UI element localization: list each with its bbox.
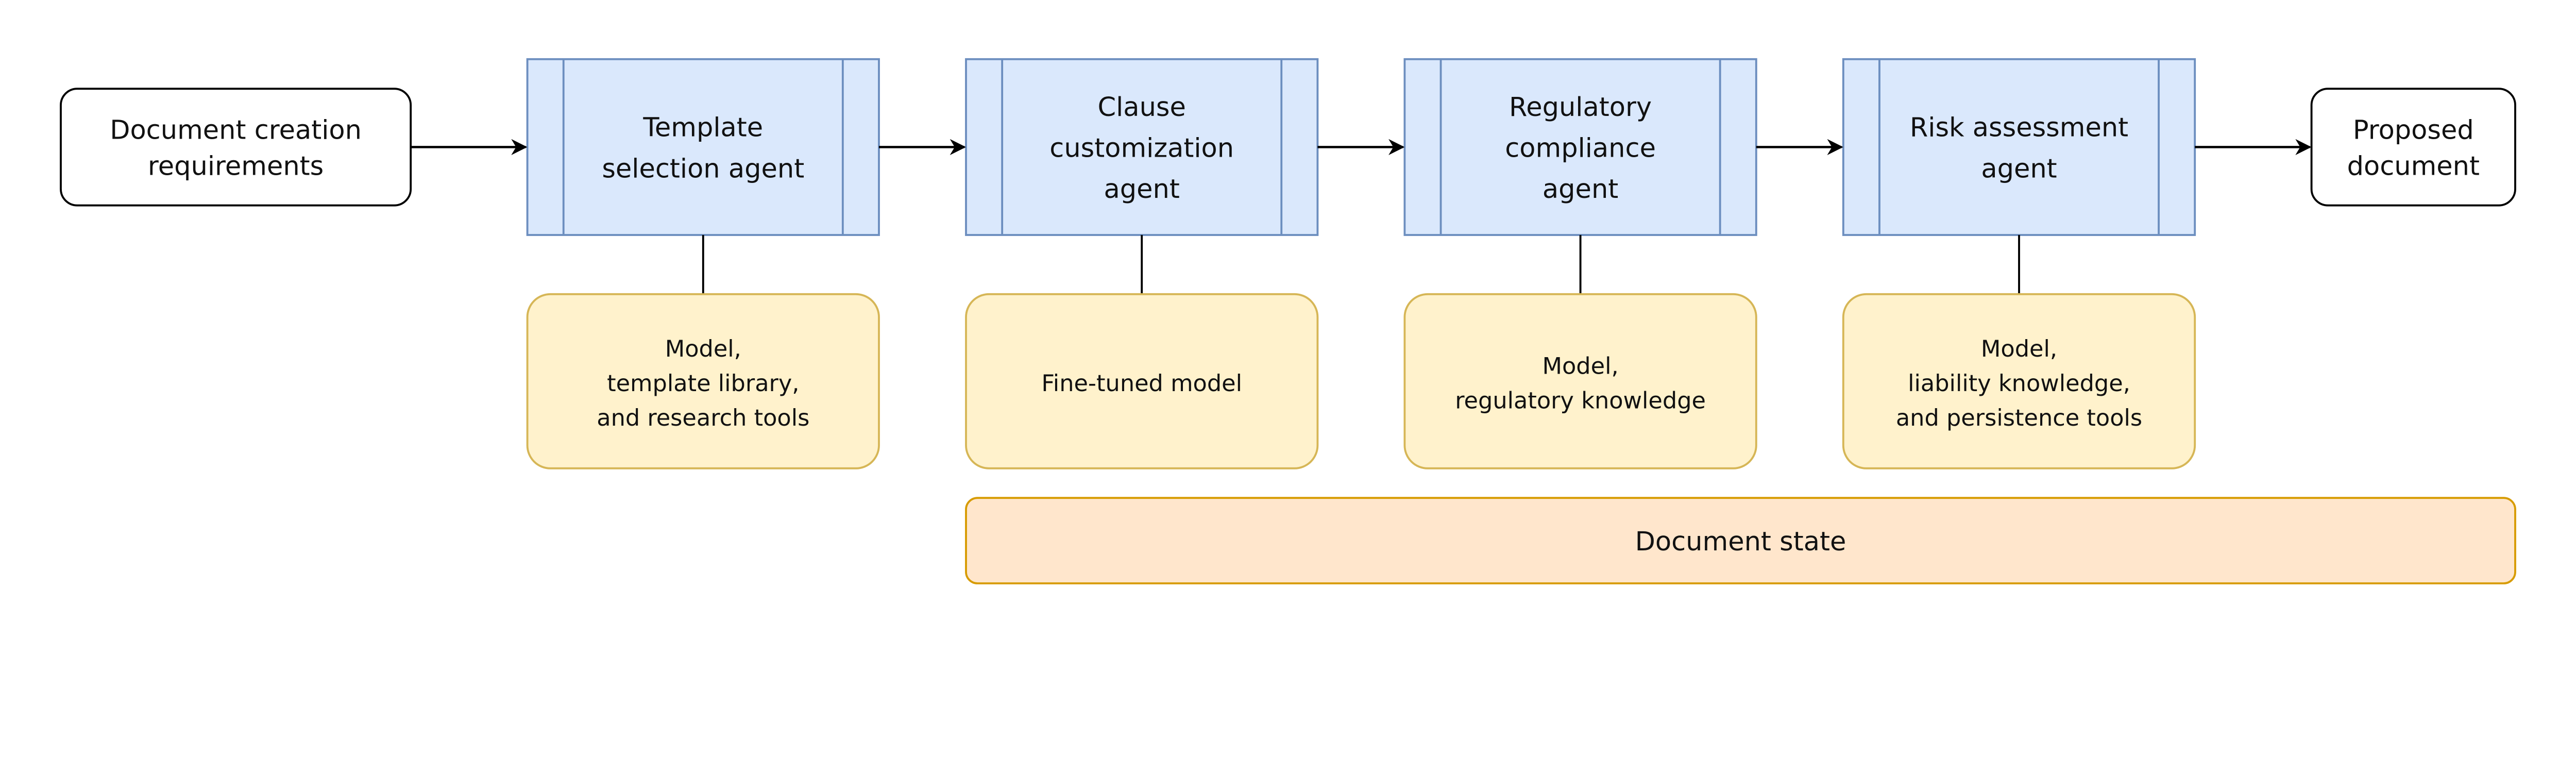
resource-label-line: template library, — [607, 370, 799, 397]
agent-label-line: compliance — [1505, 133, 1656, 164]
agent-label-line: Risk assessment — [1910, 113, 2128, 143]
resource-node — [965, 293, 1319, 469]
agent-label-line: Regulatory — [1509, 92, 1652, 123]
agent-label-line: Template — [642, 113, 763, 143]
agent-label-line: agent — [1543, 174, 1618, 205]
agent-label-line: selection agent — [602, 154, 804, 184]
agent-label-line: customization — [1049, 133, 1234, 164]
agent-node — [1403, 58, 1757, 236]
resource-label: Fine-tuned model — [1041, 370, 1242, 397]
resource-label: Model, template library, and research tool… — [597, 335, 809, 431]
input-node — [60, 88, 412, 207]
input-label: Document creation requirements — [110, 115, 362, 181]
document-state-node — [965, 497, 2516, 584]
output-node — [2310, 88, 2516, 207]
resource-label-line: Fine-tuned model — [1041, 370, 1242, 397]
agent-label-line: agent — [1981, 154, 2057, 184]
agent-node — [965, 58, 1319, 236]
resource-label-line: liability knowledge, — [1908, 370, 2130, 397]
resource-label-line: and research tools — [597, 405, 809, 431]
agent-node — [1842, 58, 2196, 236]
agent-label: Risk assessment agent — [1910, 113, 2128, 184]
output-label: Proposed document — [2347, 115, 2480, 181]
agent-label-line: Clause — [1098, 92, 1186, 123]
resource-label: Model, regulatory knowledge — [1455, 352, 1706, 414]
agent-label: Template selection agent — [602, 113, 804, 184]
resource-node — [1842, 293, 2196, 469]
resource-label-line: regulatory knowledge — [1455, 387, 1706, 414]
agent-label: Regulatory compliance agent — [1505, 92, 1656, 205]
resource-label-line: Model, — [1543, 352, 1619, 379]
resource-node — [1403, 293, 1757, 469]
output-label-line: document — [2347, 152, 2480, 182]
agent-pipeline-diagram: Document creation requirements Proposed doc… — [60, 58, 2516, 584]
agent-node — [526, 58, 880, 236]
resource-node — [526, 293, 880, 469]
input-label-line: Document creation — [110, 115, 362, 145]
resource-label-line: Model, — [665, 335, 741, 362]
agent-label: Clause customization agent — [1049, 92, 1234, 205]
agent-label-line: agent — [1104, 174, 1180, 205]
input-label-line: requirements — [148, 152, 324, 182]
resource-label: Model, liability knowledge, and persistenc… — [1896, 335, 2142, 431]
document-state-label: Document state — [1635, 527, 1846, 557]
resource-label-line: Model, — [1981, 335, 2057, 362]
output-label-line: Proposed — [2353, 115, 2474, 145]
resource-label-line: and persistence tools — [1896, 405, 2142, 431]
